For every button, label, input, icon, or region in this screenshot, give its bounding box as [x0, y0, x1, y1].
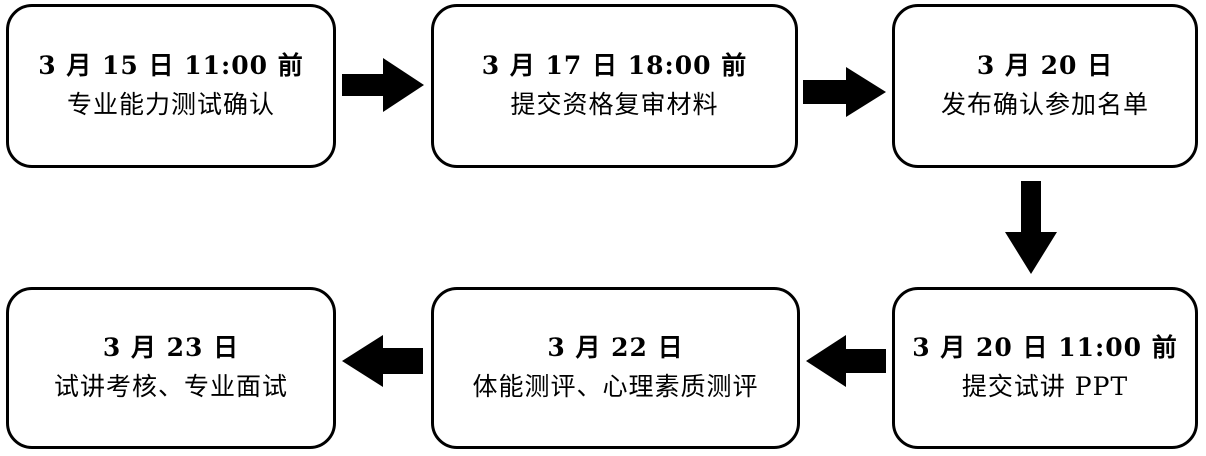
step-2-label: 提交资格复审材料: [510, 90, 719, 119]
step-2-box: 3 月 17 日 18:00 前 提交资格复审材料: [431, 4, 798, 168]
step-2-date: 3 月 17 日 18:00 前: [481, 51, 748, 81]
arrow-right-icon: [803, 67, 886, 117]
arrow-left-icon: [342, 335, 423, 387]
arrow-right-icon: [342, 58, 424, 112]
step-5-box: 3 月 22 日 体能测评、心理素质测评: [431, 287, 800, 449]
step-5-label: 体能测评、心理素质测评: [472, 372, 759, 401]
step-6-box: 3 月 23 日 试讲考核、专业面试: [6, 287, 336, 449]
step-4-label: 提交试讲 PPT: [961, 372, 1129, 401]
step-6-date: 3 月 23 日: [102, 333, 240, 363]
step-3-box: 3 月 20 日 发布确认参加名单: [892, 4, 1198, 168]
step-5-date: 3 月 22 日: [547, 333, 684, 363]
step-1-box: 3 月 15 日 11:00 前 专业能力测试确认: [6, 4, 336, 168]
step-4-box: 3 月 20 日 11:00 前 提交试讲 PPT: [892, 287, 1198, 449]
step-1-label: 专业能力测试确认: [66, 90, 275, 119]
arrow-left-icon: [806, 335, 886, 387]
step-3-label: 发布确认参加名单: [940, 90, 1149, 119]
step-4-date: 3 月 20 日 11:00 前: [912, 333, 1178, 363]
step-6-label: 试讲考核、专业面试: [53, 372, 288, 401]
step-1-date: 3 月 15 日 11:00 前: [38, 51, 304, 81]
arrow-down-icon: [1005, 181, 1057, 274]
step-3-date: 3 月 20 日: [976, 51, 1114, 81]
